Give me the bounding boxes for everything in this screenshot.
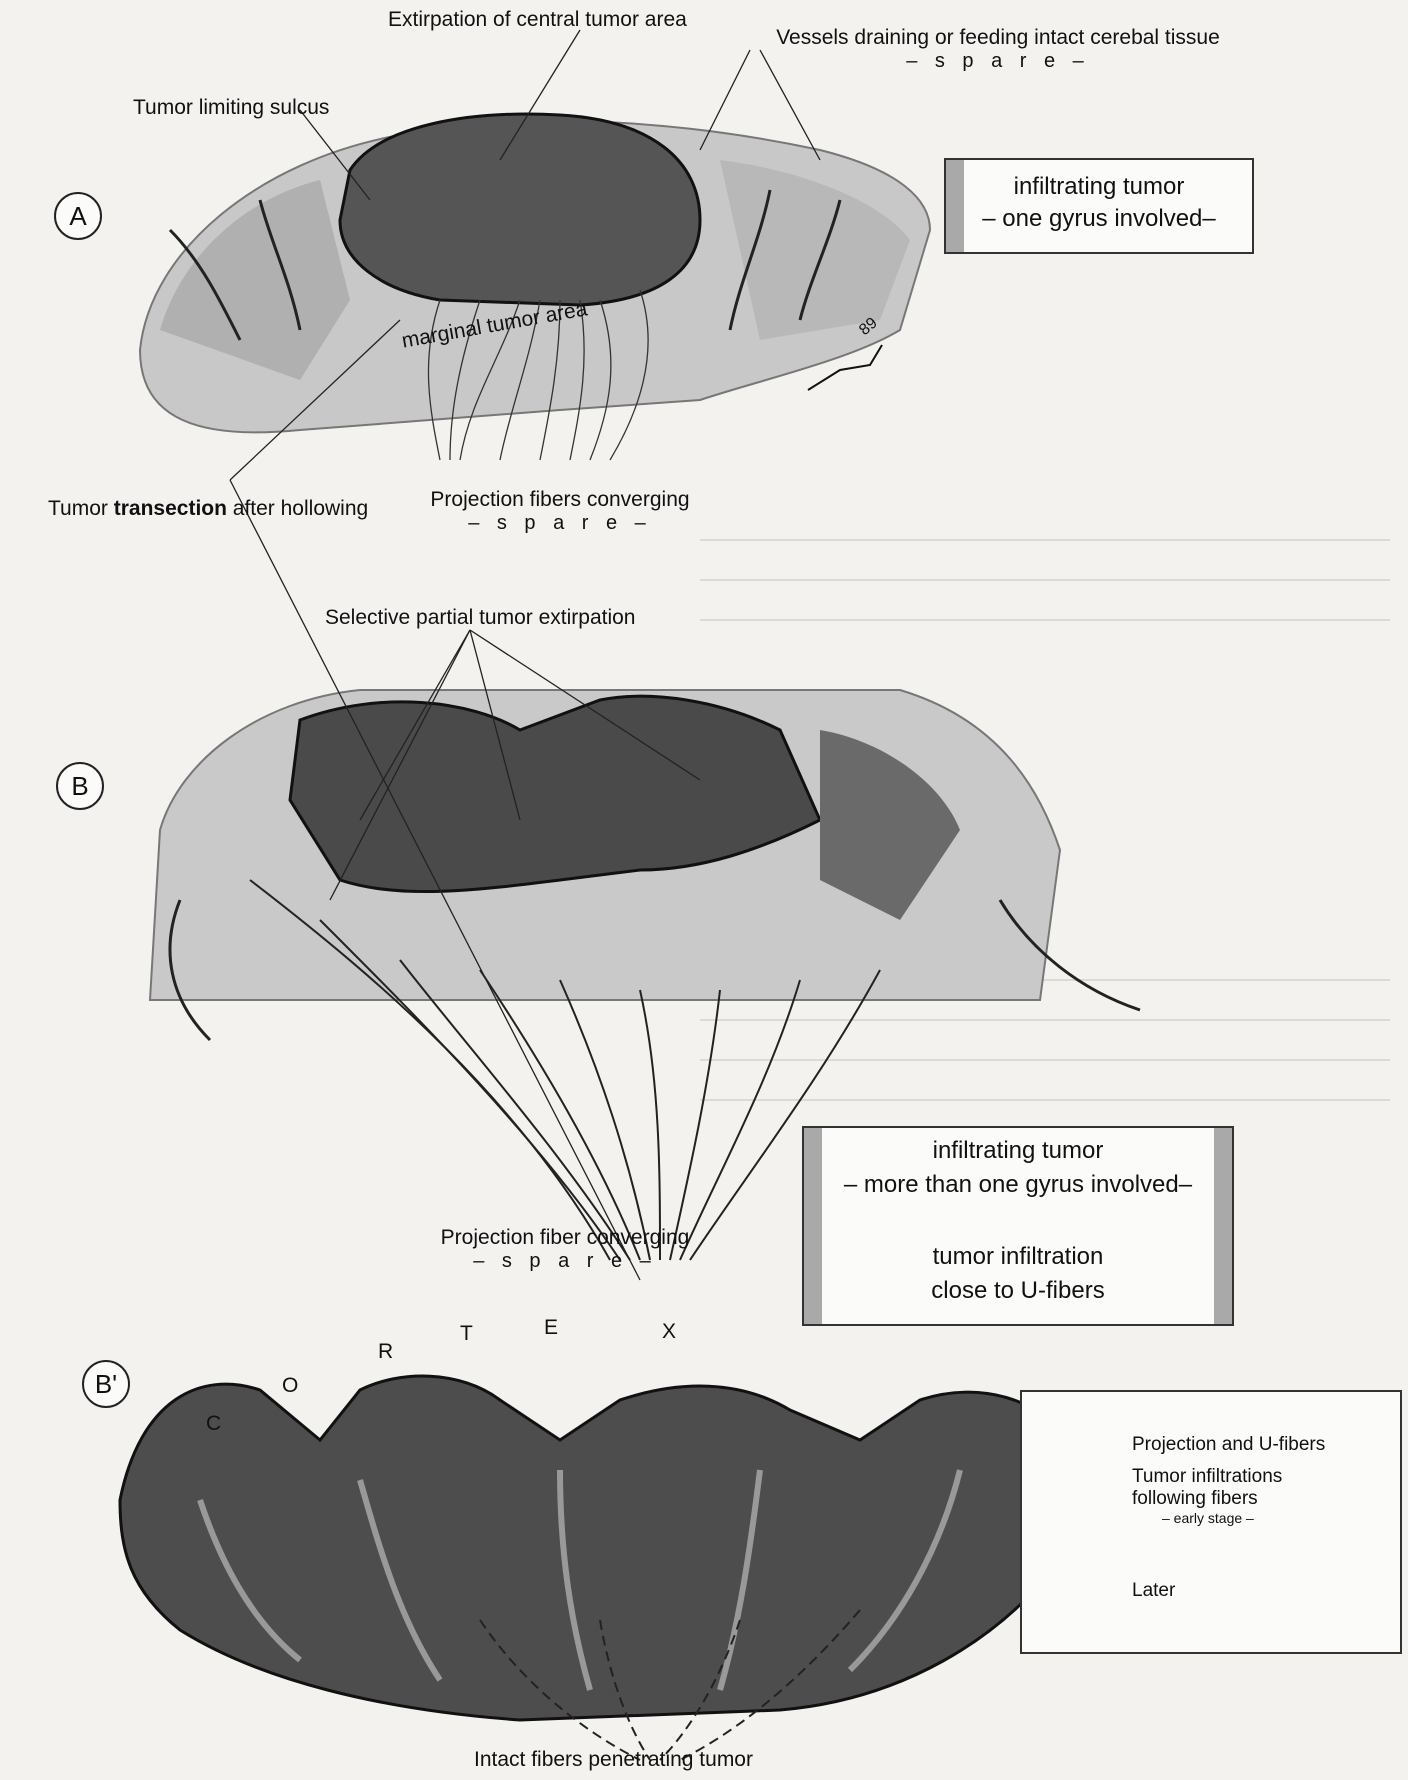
legend: Projection and U-fibers Tumor infiltrati…: [1020, 1390, 1402, 1654]
label-transection-pre: Tumor: [48, 497, 114, 520]
label-extirpation: Extirpation of central tumor area: [388, 8, 687, 32]
label-projection-b-text: Projection fiber converging: [410, 1226, 720, 1250]
label-intact-fibers: Intact fibers penetrating tumor: [474, 1748, 753, 1772]
legend-projection-u-fibers: Projection and U-fibers: [1132, 1434, 1325, 1456]
box-b-line1: infiltrating tumor: [804, 1136, 1232, 1166]
legend-tumor-line1: Tumor infiltrations: [1132, 1466, 1282, 1488]
box-b-line4: close to U-fibers: [804, 1276, 1232, 1306]
label-vessels-spare: – s p a r e –: [748, 50, 1248, 73]
label-transection-post: after hollowing: [227, 497, 368, 520]
panel-b-prime-marker: B': [82, 1360, 130, 1408]
label-projection-fiber-b: Projection fiber converging – s p a r e …: [410, 1226, 720, 1273]
panel-b-prime-brain: [120, 1376, 1070, 1760]
label-projection-b-spare: – s p a r e –: [410, 1250, 720, 1273]
label-tumor-limiting-sulcus: Tumor limiting sulcus: [133, 96, 329, 120]
box-b-line2: – more than one gyrus involved–: [804, 1170, 1232, 1200]
cortex-letter-o: O: [282, 1374, 298, 1398]
box-more-than-one-gyrus: infiltrating tumor – more than one gyrus…: [802, 1126, 1234, 1326]
panel-a-brain: [140, 114, 930, 460]
cortex-letter-r: R: [378, 1340, 393, 1364]
box-one-gyrus: infiltrating tumor – one gyrus involved–: [944, 158, 1254, 254]
cortex-letter-c: C: [206, 1412, 221, 1436]
legend-tumor-line2: following fibers: [1132, 1488, 1282, 1510]
legend-tumor-line3: – early stage –: [1132, 1510, 1282, 1526]
label-projection-a-text: Projection fibers converging: [405, 488, 715, 512]
label-projection-fibers-a: Projection fibers converging – s p a r e…: [405, 488, 715, 535]
cortex-letter-t: T: [460, 1322, 473, 1346]
legend-later: Later: [1132, 1580, 1175, 1602]
legend-tumor-infiltrations: Tumor infiltrations following fibers – e…: [1132, 1466, 1282, 1526]
label-vessels-text: Vessels draining or feeding intact cereb…: [748, 26, 1248, 50]
panel-b-marker: B: [56, 762, 104, 810]
box-one-gyrus-line2: – one gyrus involved–: [946, 204, 1252, 234]
cortex-letter-e: E: [544, 1316, 558, 1340]
cortex-letter-x: X: [662, 1320, 676, 1344]
label-transection-bold: transection: [114, 497, 227, 520]
label-vessels: Vessels draining or feeding intact cereb…: [748, 26, 1248, 73]
panel-a-marker: A: [54, 192, 102, 240]
box-one-gyrus-line1: infiltrating tumor: [946, 172, 1252, 202]
label-tumor-transection: Tumor transection after hollowing: [48, 497, 368, 521]
box-b-line3: tumor infiltration: [804, 1242, 1232, 1272]
label-projection-a-spare: – s p a r e –: [405, 512, 715, 535]
label-selective-extirpation: Selective partial tumor extirpation: [325, 606, 635, 630]
